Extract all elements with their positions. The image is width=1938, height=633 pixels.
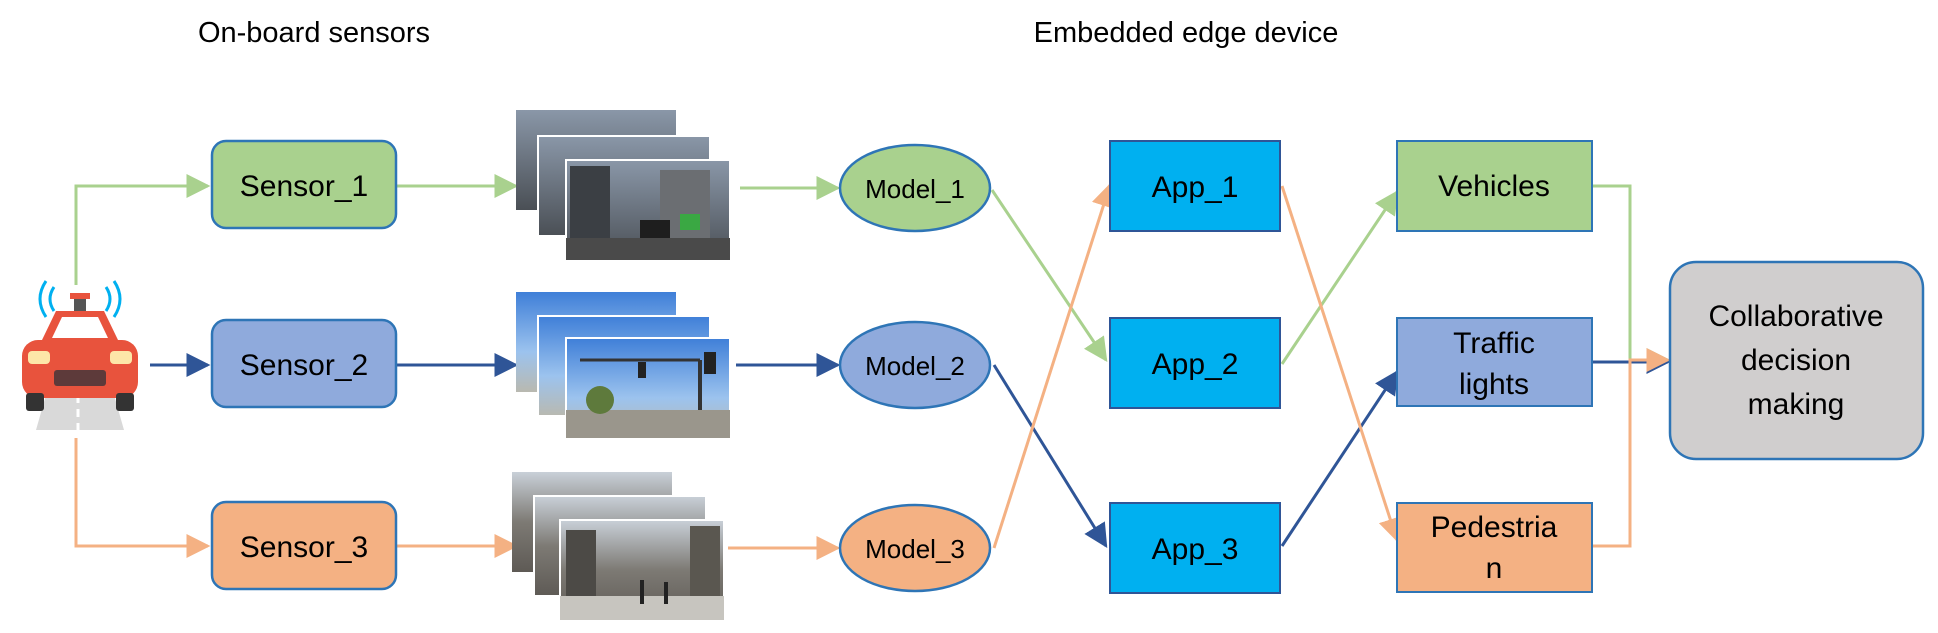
pedestrian-label-line-2: n (1486, 552, 1503, 585)
traffic-lights-label-line-1: Traffic (1453, 327, 1535, 360)
model-1-to-app-2-connector (990, 189, 1108, 362)
model-2-to-app-3-connector (992, 364, 1108, 549)
edge-device-heading: Embedded edge device (1034, 17, 1339, 49)
vehicles-to-decision-connector (1593, 184, 1671, 372)
sensor-2-box: Sensor_2 (210, 318, 398, 409)
pedestrian-box: Pedestria n (1396, 502, 1593, 593)
model-1-label: Model_1 (865, 174, 965, 204)
app-1-label: App_1 (1152, 171, 1239, 204)
collaborative-decision-box: Collaborative decision making (1668, 260, 1925, 461)
sensor-1-label: Sensor_1 (240, 170, 368, 203)
model-2-node: Model_2 (838, 320, 992, 410)
autonomous-car-icon (22, 280, 138, 430)
app-3-label: App_3 (1152, 533, 1239, 566)
app-2-label: App_2 (1152, 348, 1239, 381)
camera-frame-stack-1 (516, 110, 731, 261)
traffic-lights-label-line-2: lights (1459, 368, 1529, 401)
vehicles-label: Vehicles (1438, 170, 1550, 203)
sensor-3-box: Sensor_3 (210, 500, 398, 591)
onboard-sensors-heading: On-board sensors (198, 17, 430, 49)
model-3-label: Model_3 (865, 534, 965, 564)
camera-frame-stack-2 (516, 292, 731, 439)
app-3-to-traffic-connector (1280, 369, 1399, 547)
model-3-to-app-1-connector (992, 182, 1115, 549)
decision-label-line-3: making (1748, 388, 1845, 421)
vehicles-box: Vehicles (1396, 140, 1593, 232)
model-2-label: Model_2 (865, 351, 965, 381)
traffic-lights-box: Traffic lights (1396, 317, 1593, 407)
pedestrian-label-line-1: Pedestria (1431, 511, 1558, 544)
app-2-to-vehicles-connector (1280, 190, 1399, 365)
decision-label-line-2: decision (1741, 344, 1851, 377)
car-to-sensor-1-connector (74, 174, 211, 285)
model-1-node: Model_1 (838, 143, 992, 233)
camera-frame-stack-3 (512, 472, 725, 621)
app-1-to-pedestrian-connector (1280, 185, 1402, 543)
connectors (74, 174, 1671, 560)
model-3-node: Model_3 (838, 503, 992, 593)
car-to-sensor-3-connector (74, 438, 211, 558)
app-3-box: App_3 (1109, 502, 1281, 594)
sensor-1-box: Sensor_1 (210, 139, 398, 230)
app-2-box: App_2 (1109, 317, 1281, 409)
sensor-2-label: Sensor_2 (240, 349, 368, 382)
pedestrian-to-decision-connector (1593, 348, 1671, 548)
decision-label-line-1: Collaborative (1708, 300, 1883, 333)
sensor-3-label: Sensor_3 (240, 531, 368, 564)
app-1-box: App_1 (1109, 140, 1281, 232)
